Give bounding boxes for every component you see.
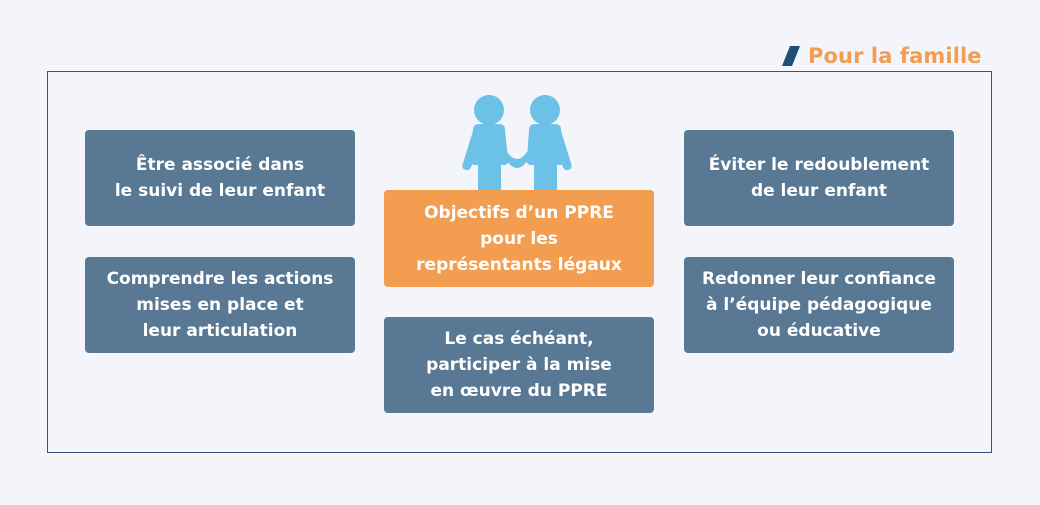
center-objectives-box: Objectifs d’un PPRE pour les représentan… [384,190,654,287]
objective-line: Le cas échéant, [444,329,594,349]
objective-line: Éviter le redoublement [708,155,930,175]
diagram-frame [47,71,992,453]
objective-line: Redonner leur confiance [702,269,936,289]
objective-line: leur articulation [142,321,298,341]
objective-line: Comprendre les actions [106,269,334,289]
section-title: Pour la famille [808,44,982,68]
objective-line: à l’équipe pédagogique [706,295,932,315]
center-title-line: pour les [480,228,558,249]
objective-line: le suivi de leur enfant [114,181,326,201]
objective-top-right: Éviter le redoublement de leur enfant [684,130,954,226]
objective-line: ou éducative [757,321,881,341]
objective-bottom-center: Le cas échéant, participer à la mise en … [384,317,654,413]
objective-line: de leur enfant [750,181,888,201]
objective-top-left: Être associé dans le suivi de leur enfan… [85,130,355,226]
center-title-line: Objectifs d’un PPRE [424,202,614,223]
section-header: Pour la famille [782,42,982,70]
objective-middle-right: Redonner leur confiance à l’équipe pédag… [684,257,954,353]
slash-mark-icon [782,46,800,66]
center-title-line: représentants légaux [416,254,622,275]
two-children-icon [462,95,572,191]
objective-line: en œuvre du PPRE [430,381,608,401]
objective-line: mises en place et [136,295,304,315]
objective-middle-left: Comprendre les actions mises en place et… [85,257,355,353]
objective-line: participer à la mise [426,355,612,375]
objective-line: Être associé dans [135,155,305,175]
